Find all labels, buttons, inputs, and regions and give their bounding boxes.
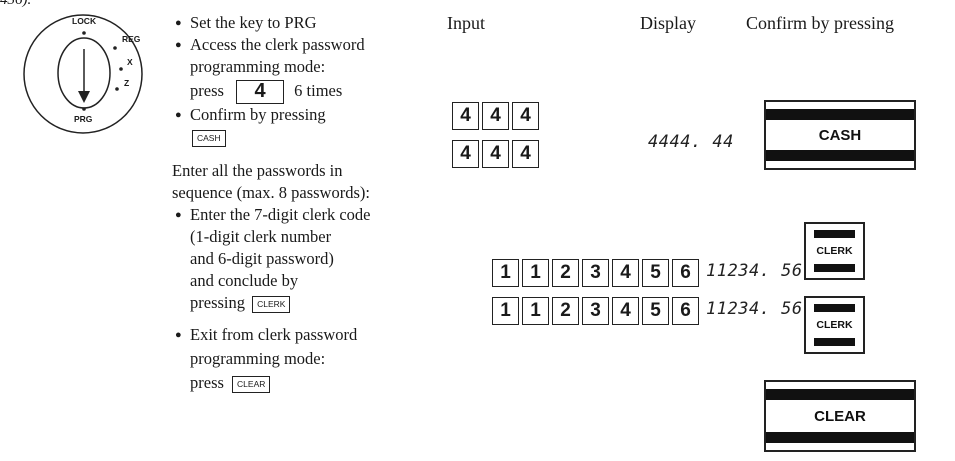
key-bar [766, 150, 914, 161]
header-confirm: Confirm by pressing [746, 13, 894, 33]
key-bar [766, 389, 914, 400]
digit-key: 4 [482, 140, 509, 168]
digit-key: 4 [452, 102, 479, 130]
code-line2: (1-digit clerk number [190, 227, 332, 246]
dial-label-reg: REG [122, 34, 141, 44]
digit-key: 4 [612, 297, 639, 325]
inline-clear-key: CLEAR [232, 375, 271, 393]
step-access-press-line: press 4 6 times [190, 80, 343, 105]
digit-key: 4 [482, 102, 509, 130]
inline-clerk-key: CLERK [252, 295, 291, 313]
header-input: Input [447, 13, 485, 33]
clerk-key-label: CLERK [816, 319, 853, 331]
page-fragment-text: 436). [0, 0, 32, 8]
press-text: press [190, 81, 224, 100]
digit-key: 1 [522, 259, 549, 287]
key-bar [814, 230, 855, 238]
step-access-line2: programming mode: [190, 57, 326, 76]
key-bar [766, 432, 914, 443]
digit-key: 4 [512, 102, 539, 130]
digit-key: 4 [612, 259, 639, 287]
digit-key: 6 [672, 297, 699, 325]
digit-key: 1 [492, 259, 519, 287]
digit-key: 4 [512, 140, 539, 168]
enter-line2: sequence (max. 8 passwords): [172, 183, 370, 202]
confirm-cash-key: CASH [764, 100, 916, 170]
digit-key: 2 [552, 259, 579, 287]
step-confirm-key-wrap: CASH [192, 129, 226, 147]
key-bar [814, 338, 855, 346]
code-line3: and 6-digit password) [190, 249, 334, 268]
pressing-text: pressing [190, 293, 245, 312]
dial-label-lock: LOCK [72, 16, 97, 26]
key-4: 4 [236, 80, 285, 105]
exit-line3: press CLEAR [190, 372, 271, 394]
digit-key: 1 [492, 297, 519, 325]
display-readout-access: 4444. 44 [648, 132, 734, 152]
header-display: Display [640, 13, 696, 33]
step-access-line1: Access the clerk password [175, 34, 365, 56]
key-switch-dial: LOCK REG X Z PRG [14, 11, 154, 136]
digit-key: 3 [582, 297, 609, 325]
digit-key: 5 [642, 297, 669, 325]
step-confirm-line: Confirm by pressing [175, 104, 326, 126]
key-bar [814, 264, 855, 272]
digit-key: 3 [582, 259, 609, 287]
key-bar [814, 304, 855, 312]
clerk-key-label: CLERK [816, 245, 853, 257]
digit-key: 5 [642, 259, 669, 287]
times-text: 6 times [294, 81, 343, 100]
code-line1: Enter the 7-digit clerk code [175, 204, 370, 226]
inline-cash-key: CASH [192, 129, 226, 147]
step-set-key: Set the key to PRG [175, 12, 316, 34]
key-bar [766, 109, 914, 120]
digit-key: 4 [452, 140, 479, 168]
confirm-clerk-key-1: CLERK [804, 222, 865, 280]
code-line4: and conclude by [190, 271, 299, 290]
press-text: press [190, 373, 224, 392]
display-readout-code-1: 11234. 56 [706, 261, 803, 281]
digit-key: 2 [552, 297, 579, 325]
dial-label-x: X [127, 57, 133, 67]
dial-label-z: Z [124, 78, 130, 88]
digit-key: 6 [672, 259, 699, 287]
code-line5: pressing CLERK [190, 292, 291, 314]
clear-key-label: CLEAR [814, 407, 866, 425]
dial-label-prg: PRG [74, 114, 93, 124]
enter-line1: Enter all the passwords in [172, 161, 343, 180]
confirm-clear-key: CLEAR [764, 380, 916, 452]
exit-line1: Exit from clerk password [175, 324, 357, 346]
exit-line2: programming mode: [190, 349, 326, 368]
display-readout-code-2: 11234. 56 [706, 299, 803, 319]
cash-key-label: CASH [818, 126, 862, 144]
digit-key: 1 [522, 297, 549, 325]
confirm-clerk-key-2: CLERK [804, 296, 865, 354]
